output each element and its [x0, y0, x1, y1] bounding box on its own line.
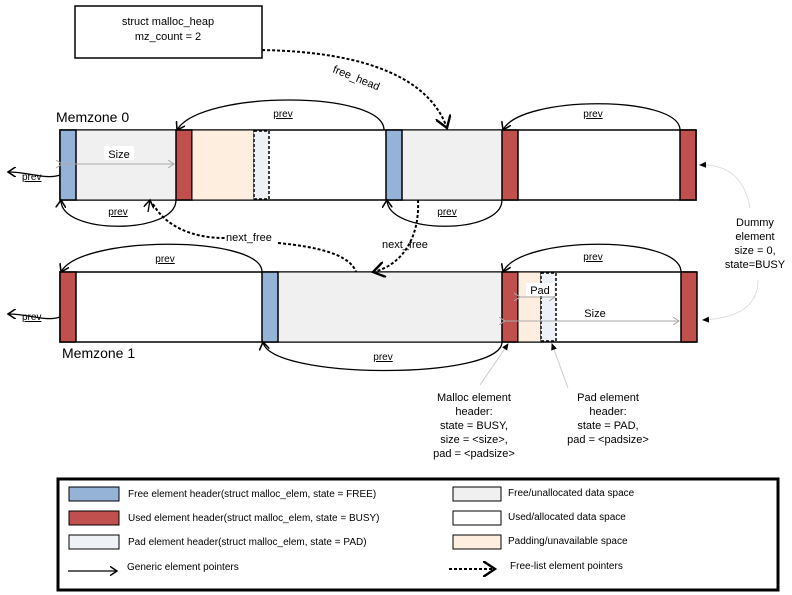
pad-label: Pad	[530, 285, 550, 297]
legend-swatch-pad-header	[68, 534, 120, 550]
memzone-1-label: Memzone 1	[62, 345, 135, 361]
prev-pointer	[387, 200, 503, 227]
used-element-header	[59, 271, 77, 343]
used-element-header	[501, 129, 519, 201]
legend-swatch-used-header	[68, 510, 120, 526]
free-data-space	[277, 271, 503, 343]
prev-label: prev	[22, 172, 41, 183]
prev-pointer	[8, 314, 61, 320]
legend-label: Free element header(struct malloc_elem, …	[128, 489, 376, 500]
memzone-0: Size	[59, 129, 697, 201]
size-label: Size	[584, 308, 605, 320]
prev-pointer	[503, 243, 682, 272]
prev-pointer	[177, 99, 385, 130]
dummy-line: size = 0,	[734, 245, 775, 257]
legend-swatch-free-data	[452, 486, 502, 502]
legend-label: Used element header(struct malloc_elem, …	[128, 513, 380, 524]
legend-label: Free-list element pointers	[510, 561, 623, 572]
free-element-header	[59, 129, 77, 201]
free-head-label: free_head	[331, 64, 381, 94]
next-free-label: next_free	[226, 232, 272, 244]
pad-header-line: pad = <padsize>	[567, 434, 649, 446]
legend-label: Generic element pointers	[127, 562, 239, 573]
prev-pointer	[8, 172, 61, 178]
free-data-space	[75, 129, 177, 201]
malloc-header-line: Malloc element	[437, 392, 511, 404]
malloc-header-line: header:	[455, 406, 492, 418]
memzone-0-label: Memzone 0	[56, 109, 129, 125]
malloc-heap-struct-box: struct malloc_heap mz_count = 2	[74, 5, 263, 59]
next-free-pointer	[277, 242, 357, 273]
legend-swatch-free-header	[68, 486, 120, 502]
pad-header-line: header:	[589, 406, 626, 418]
size-label: Size	[108, 149, 129, 161]
legend-swatch-used-data	[452, 510, 502, 526]
malloc-header-line: state = BUSY,	[440, 420, 508, 432]
prev-label: prev	[273, 109, 292, 120]
prev-label: prev	[373, 352, 392, 363]
prev-pointer	[263, 342, 503, 372]
legend-label: Padding/unavailable space	[508, 536, 628, 547]
prev-pointer	[61, 200, 177, 227]
heap-box-line2: mz_count = 2	[135, 31, 201, 43]
next-free-label: next_free	[382, 239, 428, 251]
heap-box-line1: struct malloc_heap	[122, 16, 214, 28]
dummy-element-header	[680, 271, 698, 343]
pad-header-line: Pad element	[577, 392, 639, 404]
prev-pointer	[61, 243, 263, 272]
prev-label: prev	[583, 109, 602, 120]
prev-pointer	[503, 103, 681, 130]
legend-label: Free/unallocated data space	[508, 488, 635, 499]
free-element-header	[385, 129, 403, 201]
pad-header-line: state = PAD,	[577, 420, 638, 432]
free-data-space	[401, 129, 503, 201]
memzone-1: Pad Size	[59, 271, 698, 343]
prev-label: prev	[583, 252, 602, 263]
malloc-header-line: size = <size>,	[440, 434, 508, 446]
prev-label: prev	[155, 254, 174, 265]
malloc-header-line: pad = <padsize>	[433, 448, 515, 460]
prev-label: prev	[22, 312, 41, 323]
dummy-element-header	[679, 129, 697, 201]
next-free-pointer	[152, 203, 226, 239]
pad-header-annotation: Pad element header: state = PAD, pad = <…	[551, 343, 649, 446]
padding-space	[191, 129, 255, 201]
used-element-header	[501, 271, 519, 343]
malloc-header-annotation: Malloc element header: state = BUSY, siz…	[433, 343, 515, 460]
padding-space	[517, 271, 542, 343]
legend: Free element header(struct malloc_elem, …	[56, 477, 780, 592]
legend-label: Used/allocated data space	[508, 512, 626, 523]
legend-swatch-padding	[452, 534, 502, 550]
used-element-header	[175, 129, 193, 201]
dummy-line: element	[735, 231, 774, 243]
prev-label: prev	[437, 207, 456, 218]
dummy-line: state=BUSY	[725, 259, 786, 271]
legend-label: Pad element header(struct malloc_elem, s…	[128, 537, 367, 548]
prev-label: prev	[108, 207, 127, 218]
free-element-header	[261, 271, 279, 343]
dummy-line: Dummy	[736, 217, 774, 229]
next-free-pointer	[373, 199, 420, 272]
dummy-element-annotation: Dummy element size = 0, state=BUSY	[699, 161, 786, 323]
pad-element-header	[253, 130, 270, 200]
